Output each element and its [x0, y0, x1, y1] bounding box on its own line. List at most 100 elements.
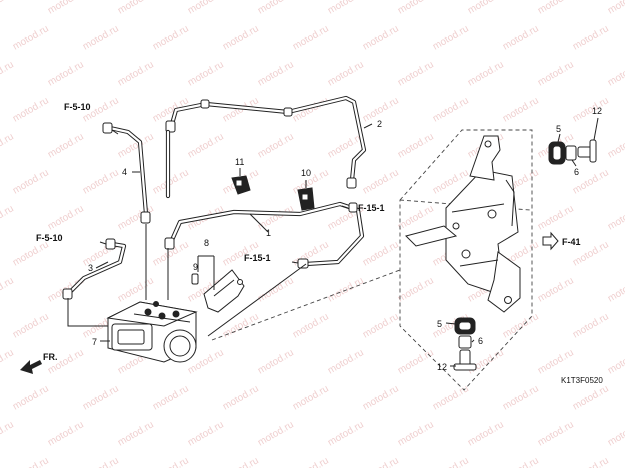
bolt-12-bottom[interactable]	[453, 349, 477, 371]
watermark-text: motod.ru	[11, 23, 51, 52]
watermark-text: motod.ru	[221, 23, 261, 52]
watermark-text: motod.ru	[466, 0, 506, 17]
watermark-text: motod.ru	[256, 275, 296, 304]
callout-7: 7	[92, 337, 97, 347]
watermark-text: motod.ru	[46, 419, 86, 448]
watermark-text: motod.ru	[501, 311, 541, 340]
collar-6-top[interactable]	[565, 145, 577, 161]
abs-modulator-7[interactable]	[106, 301, 198, 363]
watermark-text: motod.ru	[431, 383, 471, 412]
watermark-text: motod.ru	[361, 239, 401, 268]
ref-f-5-10-top[interactable]: F-5-10	[64, 102, 91, 112]
watermark-text: motod.ru	[396, 347, 436, 376]
pipe-clamp-11[interactable]	[231, 175, 251, 195]
callout-12-top: 12	[592, 106, 602, 116]
watermark-text: motod.ru	[606, 203, 625, 232]
watermark-text: motod.ru	[501, 95, 541, 124]
watermark-text: motod.ru	[116, 59, 156, 88]
watermark-text: motod.ru	[571, 455, 611, 468]
watermark-text: motod.ru	[151, 383, 191, 412]
watermark-text: motod.ru	[81, 383, 121, 412]
watermark-text: motod.ru	[606, 131, 625, 160]
abs-mount-bracket[interactable]	[405, 135, 521, 313]
watermark-text: motod.ru	[536, 59, 576, 88]
bolt-12-top[interactable]	[577, 139, 597, 163]
watermark-text: motod.ru	[186, 59, 226, 88]
watermark-text: motod.ru	[11, 455, 51, 468]
watermark-text: motod.ru	[221, 455, 261, 468]
pipe-clamp-10[interactable]	[297, 187, 315, 211]
watermark-text: motod.ru	[571, 383, 611, 412]
front-arrow-icon	[20, 360, 42, 374]
brake-pipe-1[interactable]	[164, 201, 365, 269]
watermark-text: motod.ru	[361, 311, 401, 340]
callout-4: 4	[122, 167, 127, 177]
watermark-text: motod.ru	[431, 95, 471, 124]
watermark-text: motod.ru	[256, 59, 296, 88]
watermark-text: motod.ru	[536, 203, 576, 232]
watermark-text: motod.ru	[291, 311, 331, 340]
clip-9[interactable]	[191, 273, 199, 285]
brake-pipe-3[interactable]	[62, 238, 127, 300]
watermark-text: motod.ru	[396, 0, 436, 17]
watermark-text: motod.ru	[46, 203, 86, 232]
watermark-text: motod.ru	[0, 59, 16, 88]
watermark-text: motod.ru	[0, 203, 16, 232]
watermark-text: motod.ru	[186, 131, 226, 160]
watermark-text: motod.ru	[46, 131, 86, 160]
watermark-text: motod.ru	[256, 347, 296, 376]
watermark-text: motod.ru	[606, 275, 625, 304]
watermark-text: motod.ru	[46, 59, 86, 88]
watermark-text: motod.ru	[81, 455, 121, 468]
callout-3: 3	[88, 263, 93, 273]
watermark-text: motod.ru	[396, 131, 436, 160]
watermark-text: motod.ru	[0, 275, 16, 304]
watermark-text: motod.ru	[116, 275, 156, 304]
watermark-text: motod.ru	[11, 239, 51, 268]
watermark-text: motod.ru	[361, 23, 401, 52]
collar-6-bottom[interactable]	[458, 335, 472, 349]
callout-1: 1	[266, 228, 271, 238]
ref-f-15-1-left[interactable]: F-15-1	[244, 253, 271, 263]
ref-f-41[interactable]: F-41	[562, 237, 581, 247]
watermark-text: motod.ru	[221, 311, 261, 340]
watermark-text: motod.ru	[151, 167, 191, 196]
watermark-text: motod.ru	[571, 23, 611, 52]
watermark-text: motod.ru	[501, 23, 541, 52]
brake-pipe-4[interactable]	[102, 122, 151, 224]
ref-f-15-1-right[interactable]: F-15-1	[358, 203, 385, 213]
watermark-text: motod.ru	[536, 275, 576, 304]
watermark-text: motod.ru	[396, 419, 436, 448]
watermark-text: motod.ru	[0, 347, 16, 376]
watermark-text: motod.ru	[0, 131, 16, 160]
watermark-text: motod.ru	[116, 131, 156, 160]
watermark-text: motod.ru	[11, 95, 51, 124]
watermark-text: motod.ru	[116, 0, 156, 17]
watermark-text: motod.ru	[536, 347, 576, 376]
abs-bracket-8[interactable]	[203, 269, 245, 313]
watermark-text: motod.ru	[0, 0, 16, 17]
grommet-5-top[interactable]	[548, 141, 566, 165]
callout-6-top: 6	[574, 167, 579, 177]
ref-f-5-10-mid[interactable]: F-5-10	[36, 233, 63, 243]
watermark-text: motod.ru	[536, 0, 576, 17]
callout-10: 10	[301, 168, 311, 178]
watermark-text: motod.ru	[221, 383, 261, 412]
watermark-text: motod.ru	[536, 419, 576, 448]
watermark-text: motod.ru	[81, 167, 121, 196]
watermark-text: motod.ru	[466, 347, 506, 376]
watermark-text: motod.ru	[606, 0, 625, 17]
watermark-text: motod.ru	[186, 419, 226, 448]
watermark-text: motod.ru	[151, 455, 191, 468]
watermark-text: motod.ru	[326, 419, 366, 448]
watermark-text: motod.ru	[606, 347, 625, 376]
grommet-5-bottom[interactable]	[454, 317, 476, 335]
watermark-text: motod.ru	[256, 131, 296, 160]
watermark-text: motod.ru	[606, 59, 625, 88]
watermark-text: motod.ru	[291, 383, 331, 412]
watermark-text: motod.ru	[571, 95, 611, 124]
watermark-text: motod.ru	[431, 455, 471, 468]
watermark-text: motod.ru	[396, 275, 436, 304]
watermark-text: motod.ru	[291, 23, 331, 52]
brake-pipe-2[interactable]	[165, 95, 367, 189]
